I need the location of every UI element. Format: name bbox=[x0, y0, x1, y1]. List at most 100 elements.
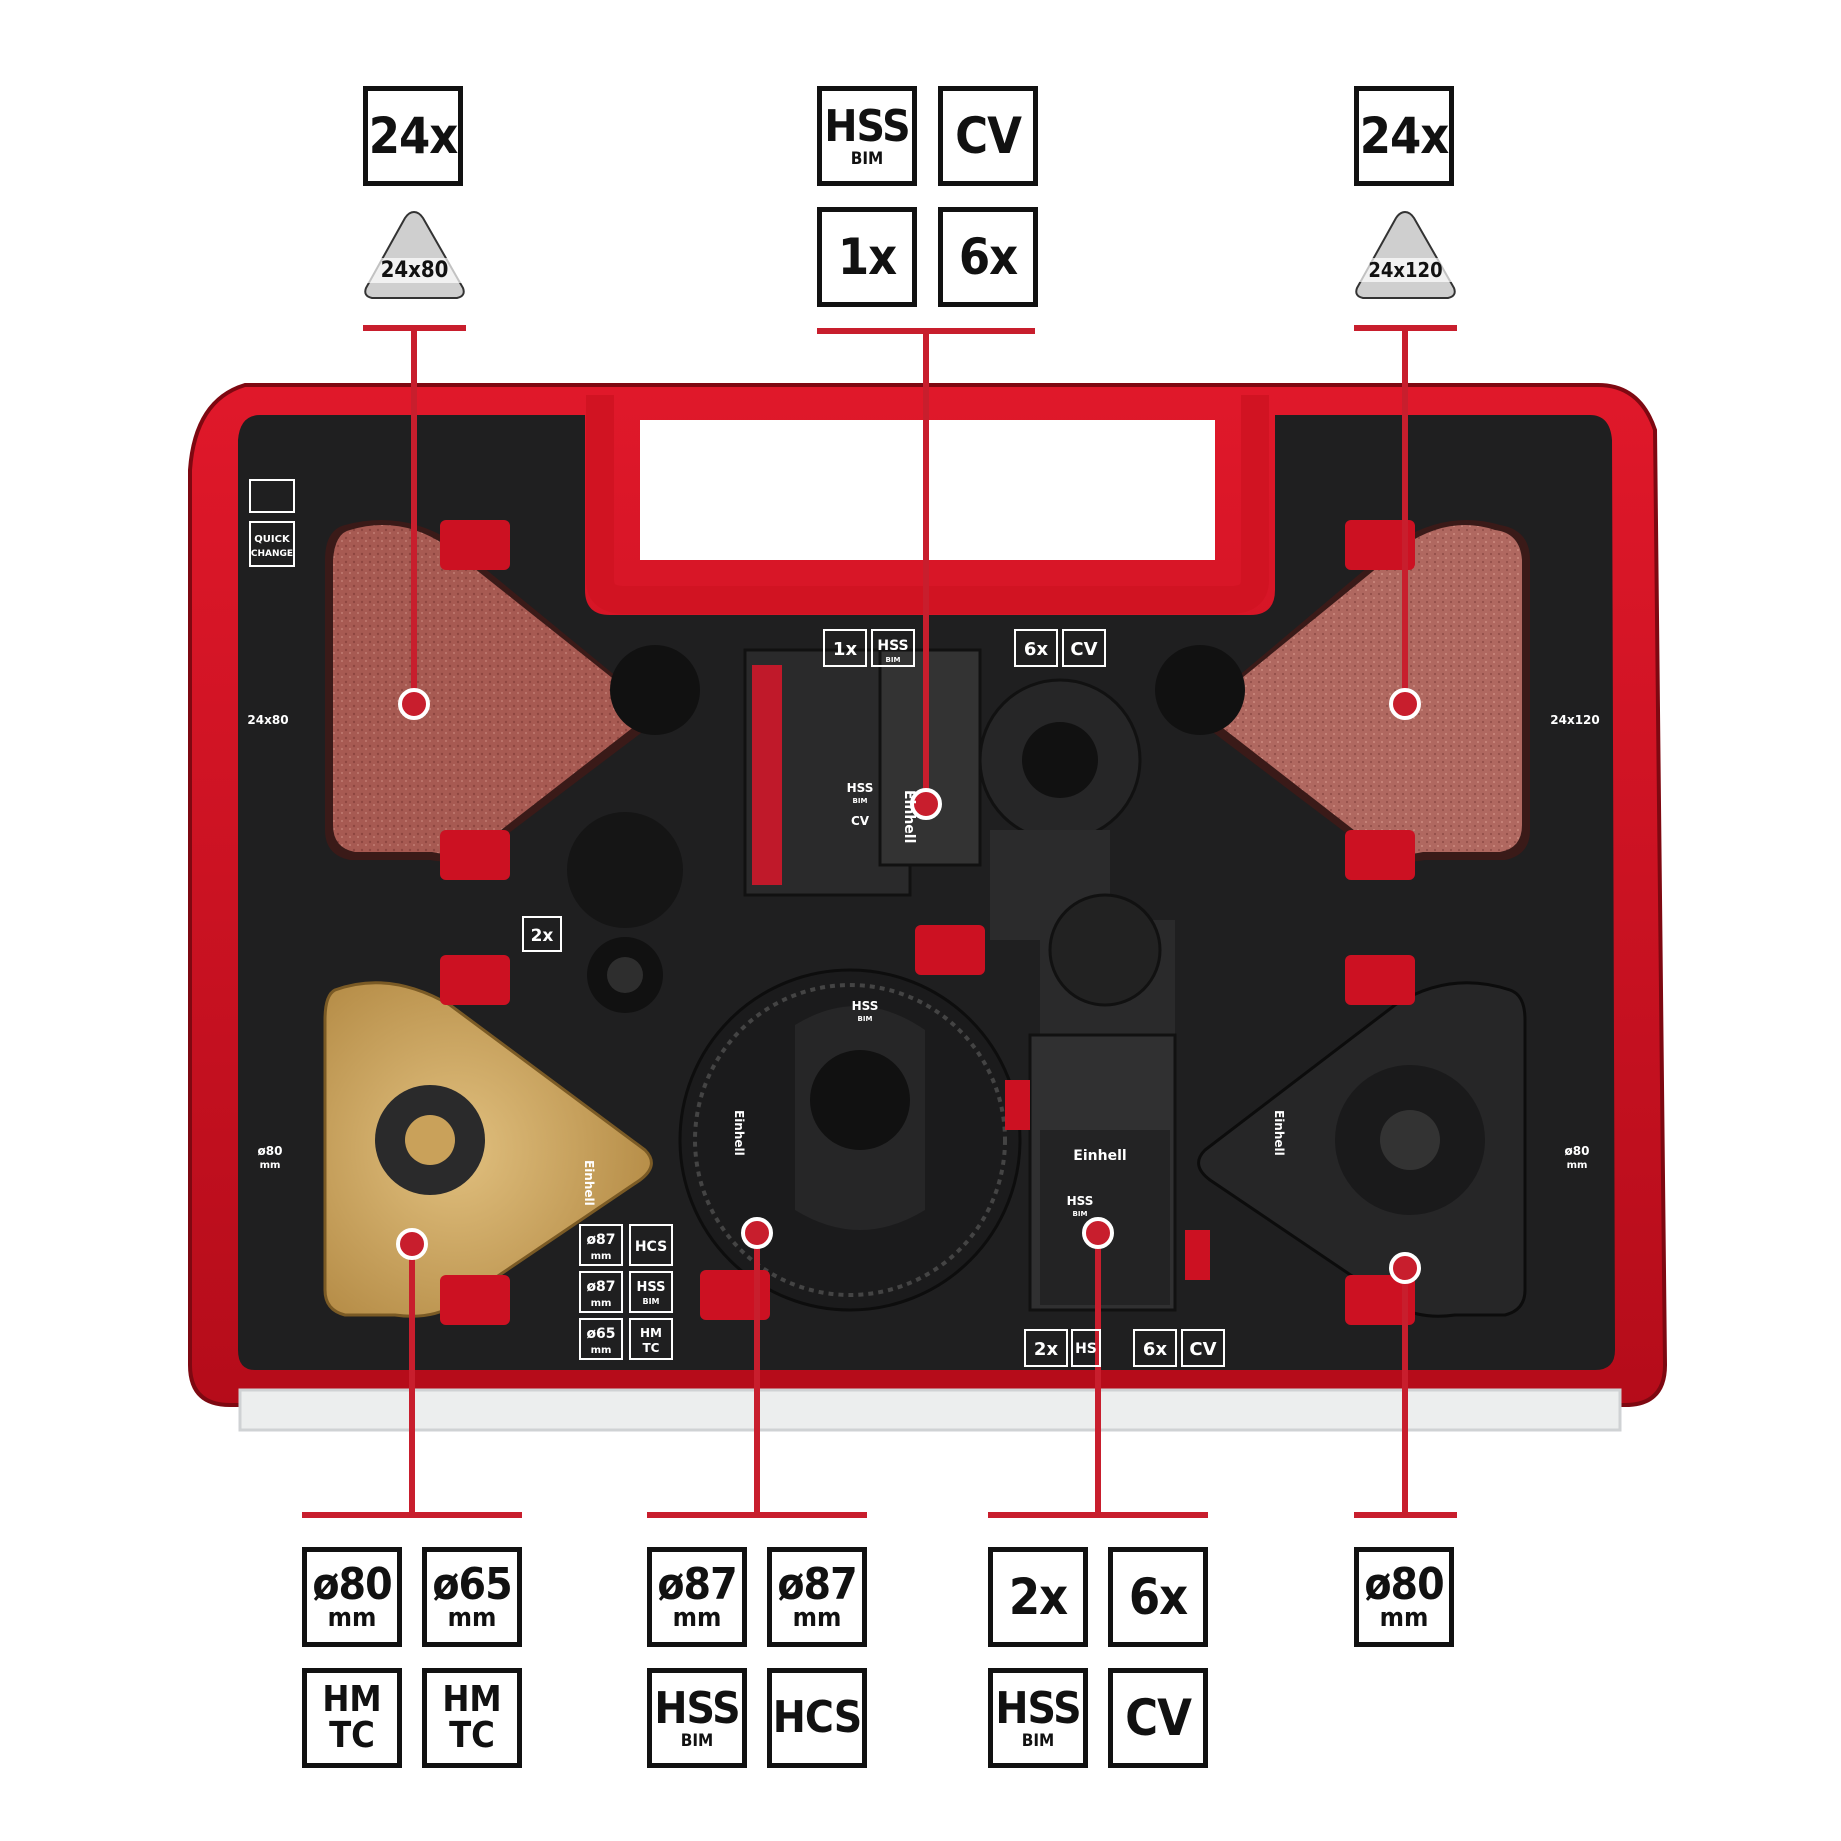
case-bot-mat1: HS bbox=[1075, 1341, 1097, 1357]
case-seg-m2: HSS bbox=[636, 1280, 665, 1295]
top-center-qty1: 1x bbox=[837, 228, 897, 286]
bottom-cr-m2: CV bbox=[1125, 1689, 1192, 1747]
brand-segment: Einhell bbox=[732, 1110, 746, 1156]
case-seg-d3-unit: mm bbox=[591, 1345, 612, 1356]
bottom-cl-d2: ø87 bbox=[777, 1559, 857, 1610]
top-left-qty: 24x bbox=[368, 107, 459, 165]
case-top-qty2: 6x bbox=[1024, 639, 1049, 660]
top-center-qty1-box: 1x bbox=[817, 207, 917, 307]
bottom-cr-qty2-box: 6x bbox=[1108, 1547, 1208, 1647]
blade-mat2: CV bbox=[851, 814, 870, 828]
case-right-grit: 24x120 bbox=[1550, 713, 1600, 727]
blade-mat1-sub: BIM bbox=[853, 797, 868, 805]
case-seg-d3: ø65 bbox=[586, 1326, 615, 1342]
case-bot-mat2: CV bbox=[1189, 1339, 1216, 1360]
segsaw-mat: HSS bbox=[852, 999, 879, 1013]
adapter-holes bbox=[567, 645, 1245, 1013]
case-seg-m2-sub: BIM bbox=[642, 1297, 659, 1306]
sanding-sheets-24x120 bbox=[1202, 520, 1530, 880]
bottom-cl-m2: HCS bbox=[772, 1692, 863, 1743]
bottom-cl-m1-box: HSS BIM bbox=[647, 1668, 747, 1768]
bottom-left-m2-box: HM TC bbox=[422, 1668, 522, 1768]
bottom-cl-d2-unit: mm bbox=[792, 1603, 842, 1633]
plunge-blades-top bbox=[743, 648, 1142, 940]
bottom-cl-m2-box: HCS bbox=[767, 1668, 867, 1768]
case-right-pad-unit: mm bbox=[1567, 1160, 1588, 1171]
bottom-right-d1-unit: mm bbox=[1379, 1603, 1429, 1633]
top-right-qty-box: 24x bbox=[1354, 86, 1454, 186]
leader-dot-bottom-left bbox=[396, 1228, 428, 1260]
top-center-mat1: HSS bbox=[824, 100, 910, 152]
brand-blade-bottom: Einhell bbox=[1073, 1148, 1126, 1164]
delta-shape-icon bbox=[1355, 210, 1456, 299]
brand-carbide: Einhell bbox=[582, 1160, 596, 1206]
case-right-pad: ø80 bbox=[1565, 1144, 1590, 1158]
leader-dot-top-left bbox=[398, 688, 430, 720]
plunge-blades-bottom bbox=[1005, 893, 1210, 1312]
bottom-cl-m1: HSS bbox=[654, 1682, 740, 1734]
bottom-left-m1-box: HM TC bbox=[302, 1668, 402, 1768]
bottom-left-m2-l1: HM bbox=[442, 1679, 502, 1720]
delta-segment-blade bbox=[1197, 955, 1527, 1325]
bottom-left-d2-unit: mm bbox=[447, 1603, 497, 1633]
case-seg-m3-l2: TC bbox=[643, 1341, 660, 1355]
quick-change-l1: QUICK bbox=[254, 534, 291, 545]
top-right-qty: 24x bbox=[1359, 107, 1450, 165]
bottom-cl-d1-box: ø87 mm bbox=[647, 1547, 747, 1647]
top-center-mat2: CV bbox=[955, 107, 1022, 165]
leader-dot-bottom-center-left bbox=[741, 1217, 773, 1249]
delta-grit-icon-80: 24x80 bbox=[363, 210, 466, 300]
bottom-cl-d1: ø87 bbox=[657, 1559, 737, 1610]
bottom-left-d1: ø80 bbox=[312, 1559, 392, 1610]
bottom-cr-qty1: 2x bbox=[1008, 1568, 1068, 1626]
bottom-left-d2: ø65 bbox=[432, 1559, 512, 1610]
top-center-qty2-box: 6x bbox=[938, 207, 1038, 307]
top-left-grit: 24x80 bbox=[363, 258, 466, 283]
brand-blade-top: Einhell bbox=[901, 790, 917, 843]
case-seg-m3-l1: HM bbox=[640, 1326, 662, 1340]
leader-dot-bottom-center-right bbox=[1082, 1217, 1114, 1249]
case-seg-d1: ø87 bbox=[586, 1232, 615, 1248]
case-left-pad: ø80 bbox=[258, 1144, 283, 1158]
case-top-mat1: HSS bbox=[877, 638, 908, 654]
case-top-qty1: 1x bbox=[833, 639, 858, 660]
bottom-cl-m1-sub: BIM bbox=[680, 1730, 714, 1751]
adapter-qty: 2x bbox=[531, 926, 554, 946]
bottom-left-d1-unit: mm bbox=[327, 1603, 377, 1633]
bottom-cr-qty2: 6x bbox=[1128, 1568, 1188, 1626]
bottom-left-d2-box: ø65 mm bbox=[422, 1547, 522, 1647]
quick-change-l2: CHANGE bbox=[251, 549, 293, 559]
tool-icon-box bbox=[249, 479, 295, 513]
leader-dot-top-right bbox=[1389, 688, 1421, 720]
bottom-left-m2-l2: TC bbox=[449, 1715, 495, 1756]
quick-change-box bbox=[249, 521, 295, 567]
bottom-cr-m2-box: CV bbox=[1108, 1668, 1208, 1768]
bottom-left-m1-l1: HM bbox=[322, 1679, 382, 1720]
bottom-cl-d1-unit: mm bbox=[672, 1603, 722, 1633]
plunge-mat: HSS bbox=[1067, 1194, 1094, 1208]
top-center-mat1-sub: BIM bbox=[850, 148, 884, 169]
leader-dot-top-center bbox=[910, 788, 942, 820]
bottom-cr-m1-sub: BIM bbox=[1021, 1730, 1055, 1751]
top-right-grit: 24x120 bbox=[1354, 258, 1457, 282]
top-center-mat2-box: CV bbox=[938, 86, 1038, 186]
bottom-left-d1-box: ø80 mm bbox=[302, 1547, 402, 1647]
case-bot-qty1: 2x bbox=[1034, 1339, 1059, 1360]
case-bot-qty2: 6x bbox=[1143, 1339, 1168, 1360]
top-center-qty2: 6x bbox=[958, 228, 1018, 286]
bottom-right-d1: ø80 bbox=[1364, 1559, 1444, 1610]
case-left-grit: 24x80 bbox=[247, 713, 288, 727]
leader-dots bbox=[396, 688, 1421, 1284]
case-seg-d1-unit: mm bbox=[591, 1251, 612, 1262]
bottom-right-d1-box: ø80 mm bbox=[1354, 1547, 1454, 1647]
case-seg-d2: ø87 bbox=[586, 1279, 615, 1295]
top-center-mat1-box: HSS BIM bbox=[817, 86, 917, 186]
blade-mat1: HSS bbox=[847, 781, 874, 795]
case-left-pad-unit: mm bbox=[260, 1160, 281, 1171]
case-seg-m1: HCS bbox=[635, 1239, 667, 1255]
leader-dot-bottom-right bbox=[1389, 1252, 1421, 1284]
plunge-mat-sub: BIM bbox=[1073, 1210, 1088, 1218]
case-top-mat1-sub: BIM bbox=[886, 656, 901, 664]
clear-lid-edge bbox=[238, 1388, 1622, 1432]
